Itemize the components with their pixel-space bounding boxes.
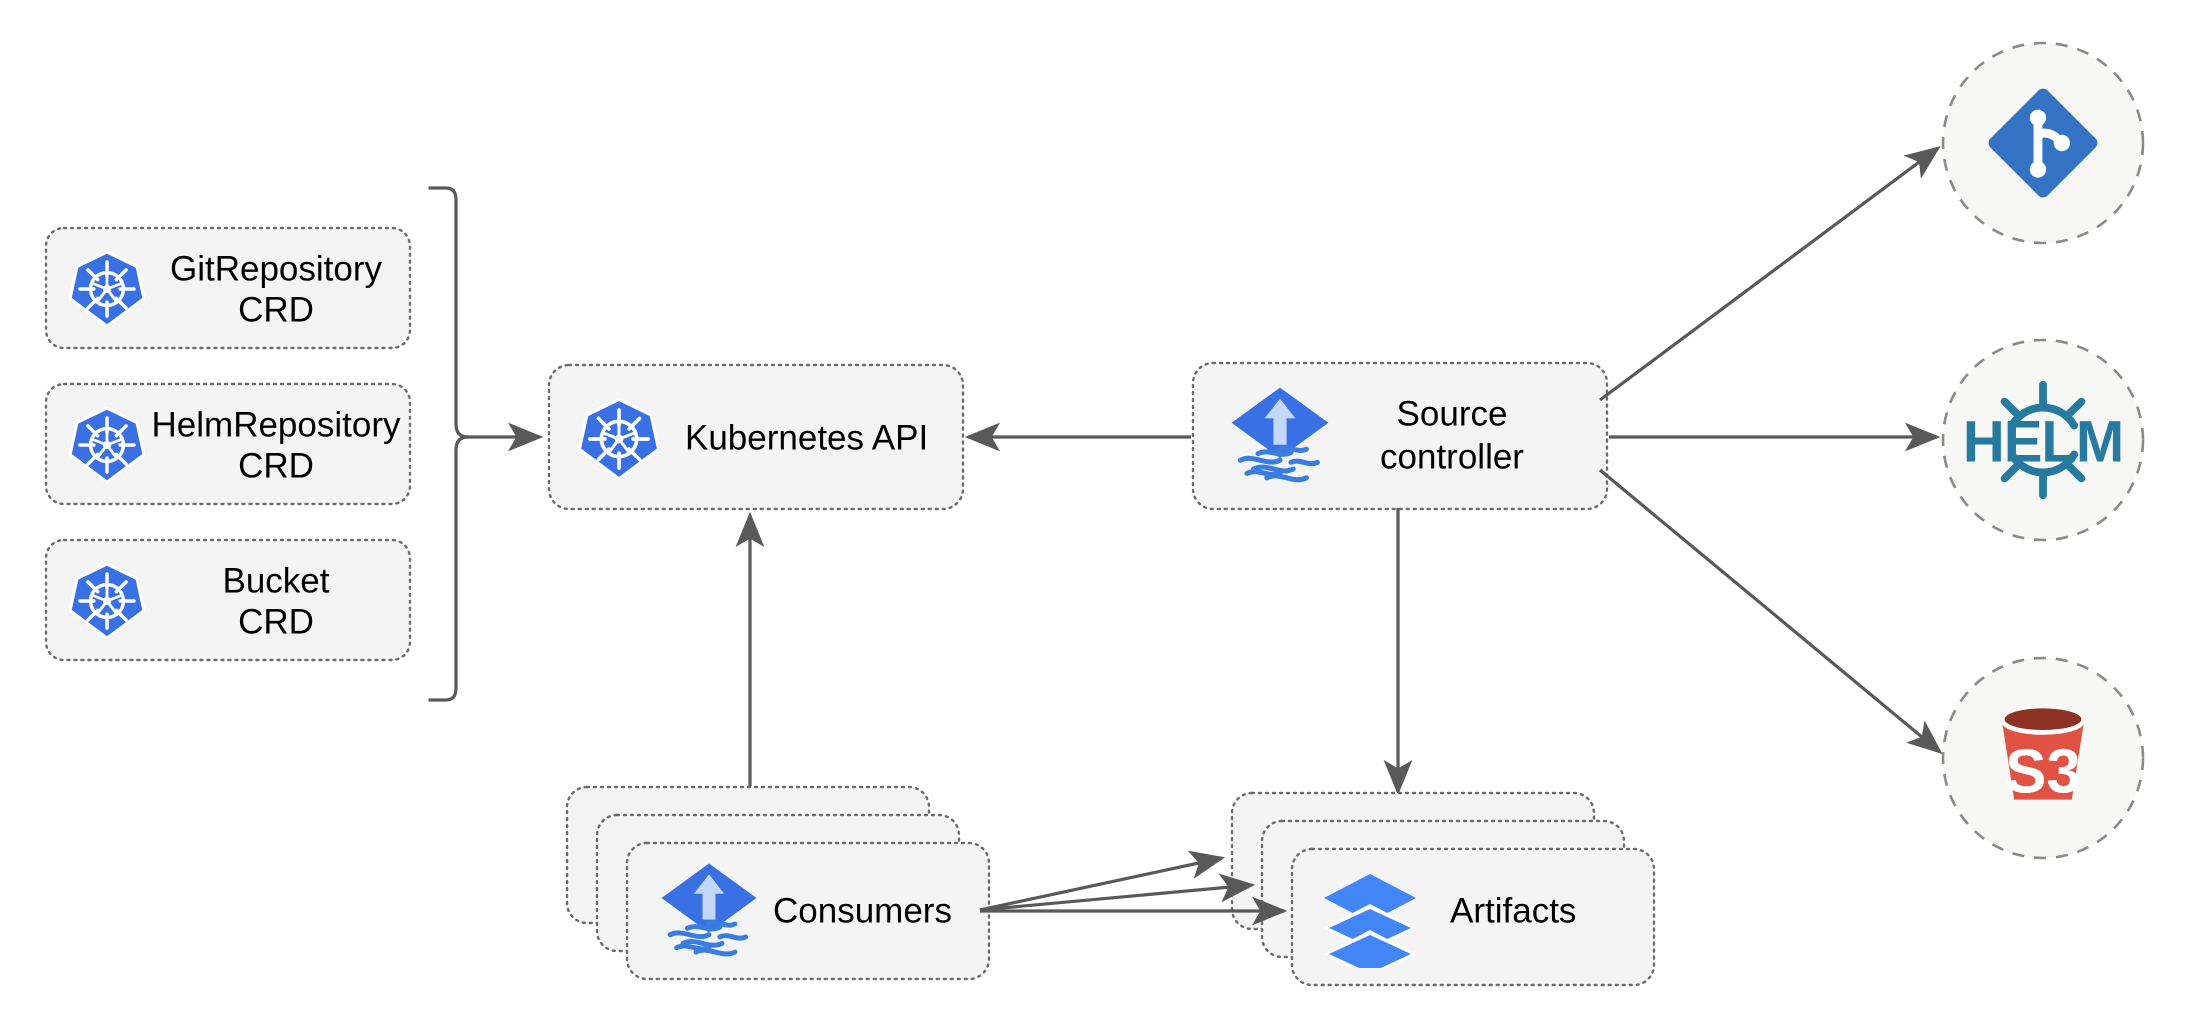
- s3-label: S3: [2005, 738, 2081, 807]
- edge-source-controller-to-s3: [1598, 468, 1943, 755]
- crd-label-line2: CRD: [238, 602, 314, 641]
- crd-bracket: [428, 186, 470, 702]
- crd-label-line1: HelmRepository: [152, 405, 401, 444]
- crd-card-helm-repository[interactable]: HelmRepository CRD: [44, 382, 412, 506]
- external-git-provider[interactable]: [1941, 41, 2145, 245]
- source-controller-label-line2: controller: [1380, 437, 1524, 476]
- node-artifacts[interactable]: Artifacts: [1230, 791, 1656, 987]
- edge-source-controller-to-git: [1599, 146, 1941, 402]
- kubernetes-api-label: Kubernetes API: [685, 418, 928, 457]
- helm-label: HELM: [1963, 410, 2123, 475]
- node-kubernetes-api[interactable]: Kubernetes API: [547, 363, 965, 511]
- crd-label-line2: CRD: [238, 446, 314, 485]
- edge-consumers-to-artifacts-back: [979, 850, 1226, 912]
- source-controller-label-line1: Source: [1397, 394, 1508, 433]
- external-s3-bucket[interactable]: S3: [1941, 656, 2145, 860]
- crd-group: GitRepository CRD HelmRepository CRD Buc…: [44, 226, 412, 662]
- crd-label-line1: Bucket: [223, 561, 330, 600]
- external-helm-repository[interactable]: HELM: [1941, 338, 2145, 542]
- crd-card-bucket[interactable]: Bucket CRD: [44, 538, 412, 662]
- crd-label-line1: GitRepository: [170, 249, 383, 288]
- crd-label-line2: CRD: [238, 290, 314, 329]
- crd-card-git-repository[interactable]: GitRepository CRD: [44, 226, 412, 350]
- edge-consumers-to-artifacts-middle: [979, 873, 1256, 912]
- consumers-label: Consumers: [773, 891, 952, 930]
- artifacts-label: Artifacts: [1450, 891, 1576, 930]
- node-source-controller[interactable]: Source controller: [1191, 361, 1609, 511]
- node-consumers[interactable]: Consumers: [565, 785, 991, 981]
